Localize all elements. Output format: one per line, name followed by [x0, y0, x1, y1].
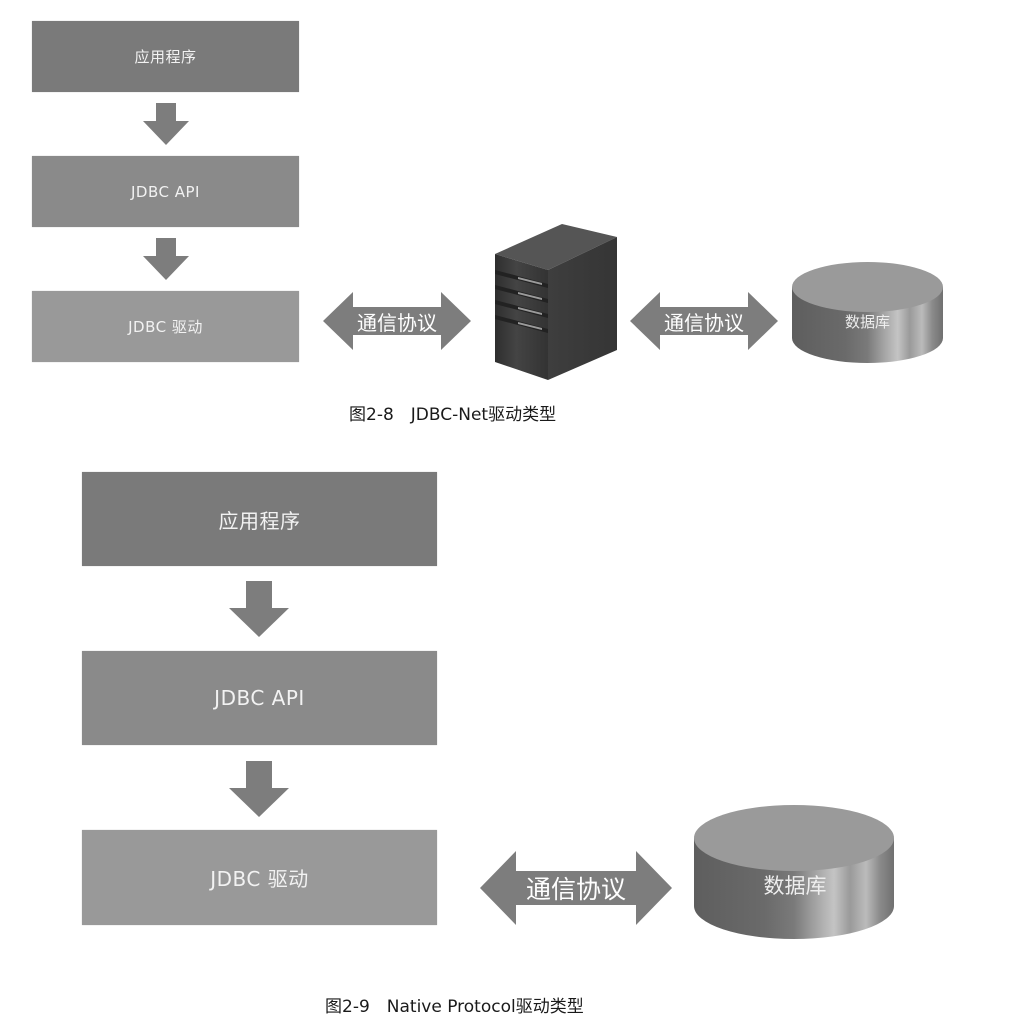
down-arrow-icon — [143, 103, 189, 145]
link-label: 通信协议 — [357, 310, 437, 335]
database-cylinder-icon — [792, 262, 943, 363]
link-label: 通信协议 — [664, 310, 744, 335]
down-arrow-icon — [229, 761, 289, 817]
jdbc-driver-box: JDBC 驱动 — [32, 291, 299, 362]
jdbc-api-box: JDBC API — [32, 156, 299, 227]
down-arrow-icon — [229, 581, 289, 637]
app-box-label: 应用程序 — [134, 48, 197, 66]
jdbc-api-box-label: JDBC API — [214, 686, 305, 710]
double-arrow-icon — [323, 292, 471, 350]
jdbc-driver-box: JDBC 驱动 — [82, 830, 437, 925]
database-cylinder-icon — [694, 805, 894, 939]
app-box-label: 应用程序 — [218, 508, 301, 533]
figure-caption: 图2-9 Native Protocol驱动类型 — [325, 997, 584, 1017]
figure-caption: 图2-8 JDBC-Net驱动类型 — [349, 405, 557, 425]
app-box: 应用程序 — [82, 472, 437, 566]
jdbc-api-box-label: JDBC API — [131, 182, 200, 201]
server-tower-icon — [495, 224, 617, 380]
link-label: 通信协议 — [525, 875, 626, 904]
double-arrow-icon — [480, 851, 672, 925]
down-arrow-icon — [143, 238, 189, 280]
app-box: 应用程序 — [32, 21, 299, 92]
jdbc-api-box: JDBC API — [82, 651, 437, 745]
database-label: 数据库 — [763, 874, 827, 898]
jdbc-driver-box-label: JDBC 驱动 — [128, 318, 203, 336]
database-label: 数据库 — [844, 312, 890, 331]
jdbc-driver-box-label: JDBC 驱动 — [210, 867, 309, 891]
double-arrow-icon — [630, 292, 778, 350]
